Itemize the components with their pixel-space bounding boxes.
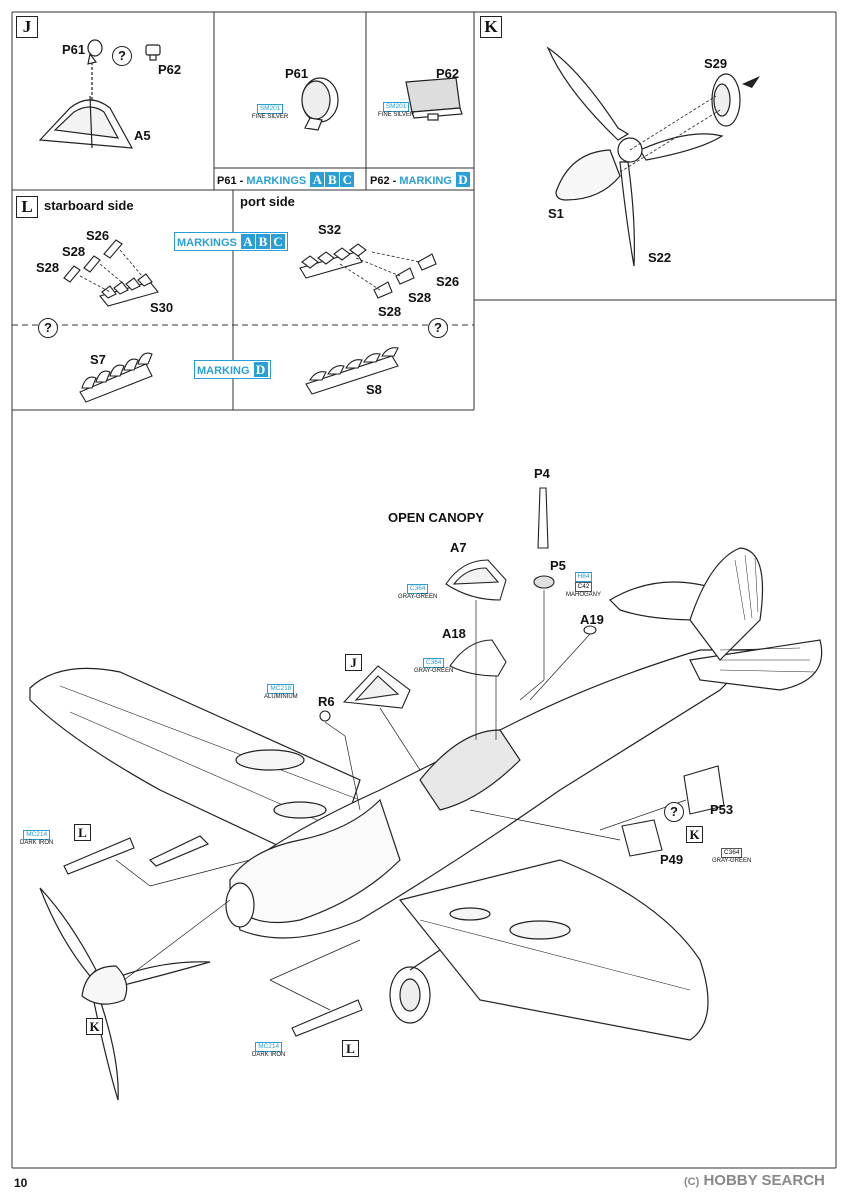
part-label-r6: R6 [318,694,335,709]
ref-k-marker-right: K [686,826,703,843]
part-label-s26-starboard: S26 [86,228,110,243]
paint-callout-p61: SM201 FINE SILVER [252,104,288,121]
paint-callout-p49: C364 GRAY-GREEN [712,848,751,865]
page-number: 10 [14,1176,28,1190]
query-icon-starboard: ? [38,318,58,338]
part-label-s7: S7 [90,352,106,367]
part-label-s30: S30 [150,300,174,315]
paint-code: SM201 [382,102,410,112]
part-label-a5: A5 [134,128,151,143]
paint-name: GRAY-GREEN [414,668,454,674]
paint-callout-a18: C364 GRAY-GREEN [414,658,453,675]
part-label-p61: P61 [62,42,86,57]
starboard-side-title: starboard side [44,198,134,213]
part-label-s29: S29 [704,56,728,71]
marking-letter-a: A [240,234,255,249]
part-label-s8: S8 [366,382,382,397]
paint-code: MC214 [255,1042,283,1052]
part-label-s22: S22 [648,250,672,265]
watermark-text: HOBBY SEARCH [703,1172,825,1189]
marking-d-banner: MARKING D [194,360,271,379]
marking-letter-b: B [325,172,340,187]
paint-code-c: C42 [574,582,593,592]
paint-name: MAHOGANY [566,592,602,598]
markings-label: MARKINGS [246,175,307,187]
p62-note-prefix: P62 - [370,175,400,187]
marking-letter-d: D [455,172,470,187]
paint-name: FINE SILVER [378,112,415,118]
ref-k-marker-left: K [86,1018,103,1035]
part-label-p4: P4 [534,466,550,481]
step-j-marker: J [16,16,38,38]
paint-callout-l-bottom: MC214 DARK IRON [252,1042,285,1059]
open-canopy-title: OPEN CANOPY [388,510,485,525]
paint-callout-a7: C364 GRAY-GREEN [398,584,437,601]
paint-code-h: H84 [574,572,593,582]
paint-name: GRAY-GREEN [398,594,438,600]
paint-callout-p5: H84 C42 MAHOGANY [566,572,601,599]
paint-callout-p62: SM201 FINE SILVER [378,102,414,119]
paint-callout-r6: MC218 ALUMINIUM [264,684,298,701]
step-l-marker: L [16,196,38,218]
part-label-p5: P5 [550,558,566,573]
paint-name: FINE SILVER [252,114,289,120]
step-k-marker: K [480,16,502,38]
part-label-p49: P49 [660,852,684,867]
paint-code: SM201 [256,104,284,114]
part-label-p53: P53 [710,802,734,817]
part-label-s28-starboard-b: S28 [36,260,60,275]
paint-name: DARK IRON [252,1052,286,1058]
part-label-p61-sub: P61 [285,66,309,81]
part-label-s28-port-b: S28 [378,304,402,319]
part-label-a7: A7 [450,540,467,555]
p61-note-prefix: P61 - [217,175,247,187]
marking-letter-c: C [270,234,285,249]
paint-code: MC214 [23,830,51,840]
part-label-p62: P62 [158,62,182,77]
marking-label: MARKING [197,365,250,377]
paint-callout-l-top: MC214 DARK IRON [20,830,53,847]
marking-letter-c: C [340,172,355,187]
query-icon-port: ? [428,318,448,338]
watermark-logo: (C) [684,1176,700,1188]
marking-letter-d: D [253,362,268,377]
part-label-s28-port-a: S28 [408,290,432,305]
marking-letter-a: A [310,172,325,187]
part-label-s26-port: S26 [436,274,460,289]
watermark: (C) HOBBY SEARCH [684,1172,825,1189]
part-label-s1: S1 [548,206,564,221]
paint-name: GRAY-GREEN [712,858,752,864]
ref-l-marker-top: L [74,824,91,841]
marking-label: MARKING [399,175,452,187]
paint-code: MC218 [267,684,295,694]
paint-name: ALUMINIUM [264,694,298,700]
paint-code: C364 [406,584,429,594]
part-label-p62-sub: P62 [436,66,460,81]
port-side-title: port side [240,194,295,209]
part-label-a18: A18 [442,626,466,641]
ref-l-marker-bottom: L [342,1040,359,1057]
markings-label: MARKINGS [177,237,237,249]
paint-code: C364 [720,848,743,858]
marking-letter-b: B [255,234,270,249]
part-label-s28-starboard-a: S28 [62,244,86,259]
query-icon-main: ? [664,802,684,822]
part-label-a19: A19 [580,612,604,627]
paint-name: DARK IRON [20,840,54,846]
part-label-s32: S32 [318,222,342,237]
p62-marking-note: P62 - MARKING D [370,172,470,187]
query-icon: ? [112,46,132,66]
ref-j-marker: J [345,654,362,671]
paint-code: C364 [422,658,445,668]
